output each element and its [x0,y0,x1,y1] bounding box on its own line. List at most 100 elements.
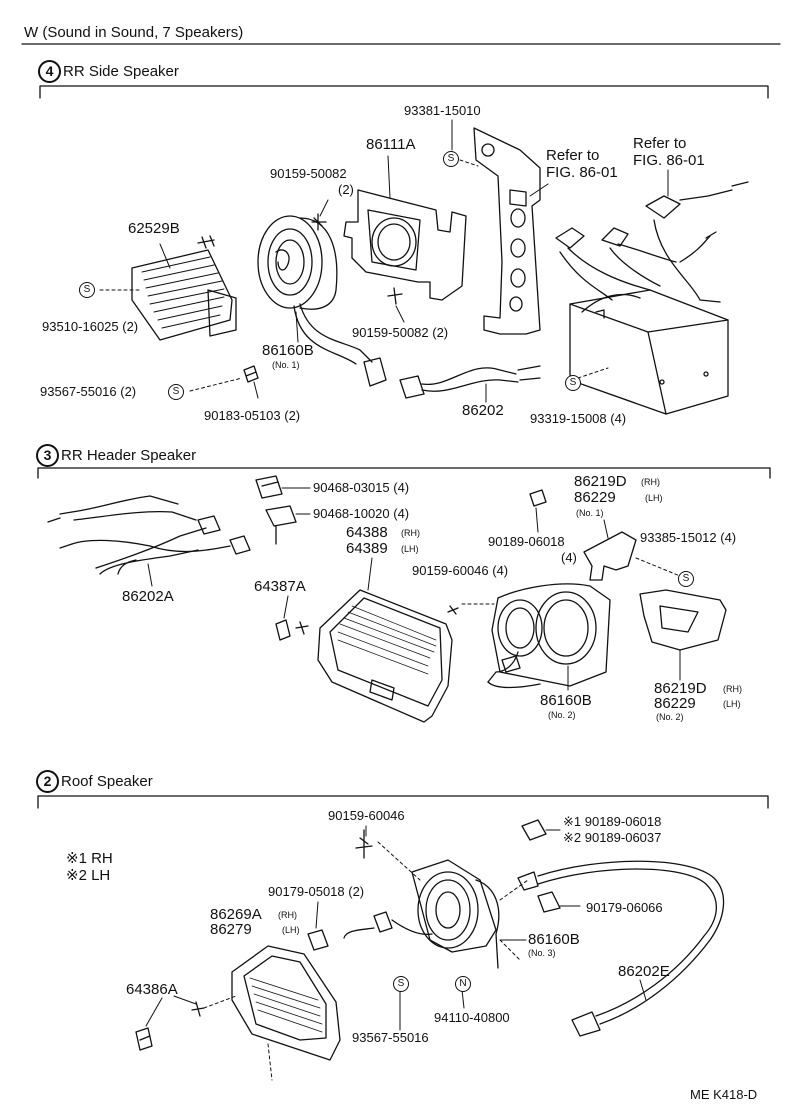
part-94110-40800: 94110-40800 [434,1010,510,1025]
bracket-long [473,127,541,335]
part-90179-06066: 90179-06066 [586,900,663,915]
part-90159-50082-a-qty: (2) [338,182,354,197]
screw-90159b [387,287,403,305]
screw-64387A [295,621,309,635]
part-86269A: 86269A [210,906,262,923]
refer-label-2a: Refer to [633,135,687,152]
part-90159-60046-s3: 90159-60046 (4) [412,563,509,578]
part-86219D-bottom: 86219D [654,680,707,697]
clip-90183 [243,365,259,383]
wire-86202 [399,365,541,399]
part-93319-15008: 93319-15008 (4) [530,411,627,426]
part-93567-55016-s4: 93567-55016 (2) [40,384,137,399]
part-86202A: 86202A [122,588,174,605]
leader-64387A [283,595,289,619]
section-number-4: 4 [38,60,61,83]
part-86202E: 86202E [618,963,670,980]
part-64386A: 64386A [126,981,178,998]
clip-90179-05018 [307,929,329,951]
clip-90189-roof [521,819,547,841]
section-number-2: 2 [36,770,59,793]
part-86229-bottom-lh: (LH) [723,699,741,709]
part-90189-06018: 90189-06018 [488,534,565,549]
part-90179-05018: 90179-05018 (2) [268,884,365,899]
leader-86111A [387,155,391,199]
part-64389: 64389 [346,540,388,557]
section-4-bracket [39,85,769,99]
part-90183-05103: 90183-05103 (2) [204,408,301,423]
s-symbol-icon: S [79,282,95,298]
part-93567-55016-s2: 93567-55016 [352,1030,429,1045]
part-90159-50082-a: 90159-50082 [270,166,347,181]
part-86202: 86202 [462,402,504,419]
part-64388-rh: (RH) [401,528,420,538]
part-64387A: 64387A [254,578,306,595]
clip-90468a [255,475,283,499]
screw-90159-s2 [355,829,373,859]
part-90189-06037: ※2 90189-06037 [563,830,662,845]
part-90468-10020: 90468-10020 (4) [313,506,410,521]
part-86160B-no3: 86160B [528,931,580,948]
page-title: W (Sound in Sound, 7 Speakers) [24,24,244,41]
legend-rh: ※1 RH [66,850,113,867]
section-2-bracket [37,795,769,809]
screw-90159a [311,213,327,231]
leader-86160B-s4 [295,311,299,343]
speaker-86160B-no2 [487,583,611,689]
bracket-86219D-no1 [583,531,637,581]
s-symbol-icon: S [393,976,409,992]
part-86229-top-no: (No. 1) [576,508,604,518]
part-86279-lh: (LH) [282,925,300,935]
part-90159-60046-s2: 90159-60046 [328,808,405,823]
part-86229-bottom: 86229 [654,695,696,712]
s-symbol-icon: S [565,375,581,391]
part-64388: 64388 [346,524,388,541]
part-86219D-top: 86219D [574,473,627,490]
grille-86269A [231,945,341,1061]
speaker-86160B-no3 [343,859,500,969]
refer-label-1b: FIG. 86-01 [546,164,618,181]
part-93510-16025: 93510-16025 (2) [42,319,139,334]
part-90189-06018-s2: ※1 90189-06018 [563,814,662,829]
part-86111A: 86111A [366,136,416,153]
wire-86202A [47,495,251,575]
part-86219D-top-rh: (RH) [641,477,660,487]
refer-label-1a: Refer to [546,147,600,164]
refer-label-2b: FIG. 86-01 [633,152,705,169]
amplifier-box [555,181,749,415]
part-62529B: 62529B [128,220,180,237]
section-3-bracket [37,467,771,479]
leader-93567-s4 [189,377,243,392]
leader-86202A [147,563,153,587]
part-86160B-no3-sub: (No. 3) [528,948,556,958]
section-name: Roof Speaker [61,773,153,790]
screw-90159-s3 [447,605,459,615]
section-number-3: 3 [36,444,59,467]
s-symbol-icon: S [678,571,694,587]
part-86229-bottom-no: (No. 2) [656,712,684,722]
clip-64386A [135,1027,153,1051]
leader-86202E [639,979,647,1001]
legend-lh: ※2 LH [66,867,111,884]
grille-64388 [317,589,453,723]
bracket-86111A [343,189,467,301]
leader-64388 [367,557,373,591]
wire-86202E [517,860,725,1037]
screw-62529B [197,235,215,249]
leader-refer1 [529,183,549,197]
leader-93319 [577,367,609,379]
part-86160B-no2-sub: (No. 2) [548,710,576,720]
clip-64387A [275,619,291,641]
part-86279: 86279 [210,921,252,938]
leader-62529B [159,243,171,269]
part-90468-03015: 90468-03015 (4) [313,480,410,495]
section-name: RR Side Speaker [63,63,179,80]
bracket-86219D-no2 [639,589,727,651]
grille-62529B [131,249,237,341]
part-93381-15010: 93381-15010 [404,103,481,118]
s-symbol-icon: S [443,151,459,167]
